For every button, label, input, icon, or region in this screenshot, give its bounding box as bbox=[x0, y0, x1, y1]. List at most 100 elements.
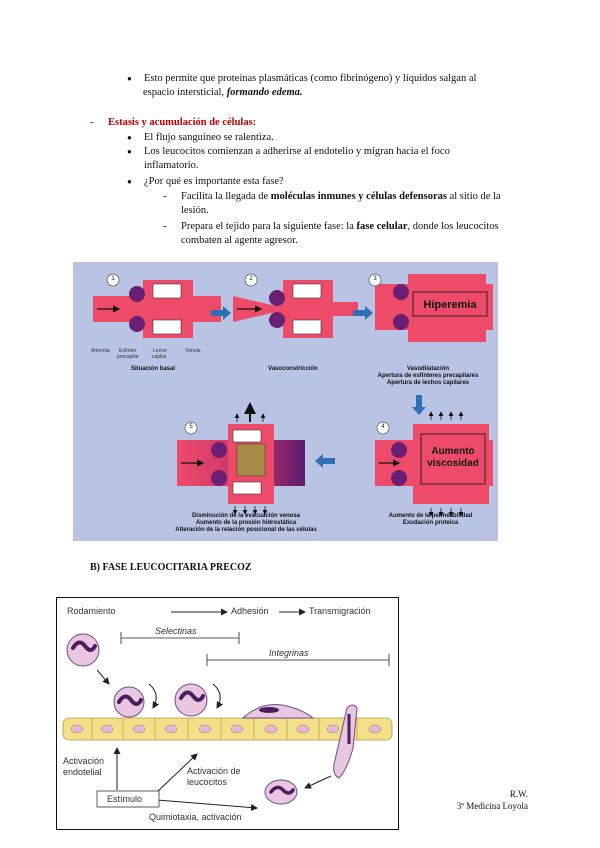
sphincter-cell bbox=[211, 470, 227, 486]
label-activacion-leucocitos: Activación de leucocitos bbox=[187, 766, 241, 788]
stasis-cells bbox=[236, 443, 266, 477]
sphincter-cell bbox=[391, 442, 407, 458]
step-number-4: 4 bbox=[381, 424, 385, 430]
caption-step-3-line-1: Vasodilatación bbox=[406, 366, 449, 372]
panel-3-vasodilation bbox=[368, 273, 493, 342]
viscosidad-label-line-2: viscosidad bbox=[427, 458, 479, 469]
label-arteriola: Arteriola bbox=[91, 348, 110, 354]
label-selectinas: Selectinas bbox=[155, 626, 197, 636]
tissue-box bbox=[292, 319, 322, 335]
sub-item-1-line-1: Facilita la llegada de moléculas inmunes… bbox=[181, 190, 526, 204]
sub-item-2-line-2: combaten al agente agresor. bbox=[181, 235, 298, 246]
step-circle bbox=[244, 273, 258, 287]
intro-line-1: Esto permite que proteínas plasmáticas (… bbox=[144, 73, 477, 84]
caption-step-4: Aumento de la permeabilidad Exudación pr… bbox=[368, 513, 493, 527]
label-capilar: capilar bbox=[152, 354, 167, 360]
exudation-arrows bbox=[428, 411, 464, 517]
viscosidad-label-line-1: Aumento bbox=[431, 446, 475, 457]
caption-step-4-line-2: Exudación proteica bbox=[402, 520, 459, 526]
caption-step-5: Disminución de la evacuación venosa Aume… bbox=[151, 513, 341, 534]
section-bullet-2-line-1: Los leucocitos comienzan a adherirse al … bbox=[144, 146, 450, 157]
section-bullet-2-line-2: inflamatorio. bbox=[144, 160, 199, 171]
sub-item-2-tail: , donde los leucocitos bbox=[407, 221, 499, 232]
step-circle bbox=[376, 421, 390, 435]
caption-step-4-line-1: Aumento de la permeabilidad bbox=[388, 513, 473, 519]
tissue-box bbox=[152, 319, 182, 335]
label-activacion-leucocitos-line-2: leucocitos bbox=[187, 777, 228, 787]
label-adhesion: Adhesión bbox=[231, 606, 269, 616]
sphincter-cell bbox=[391, 470, 407, 486]
motion-arrow bbox=[96, 669, 110, 685]
step-number-5: 5 bbox=[189, 424, 193, 430]
label-precapilar: precapilar bbox=[117, 354, 139, 360]
sub-item-2-emphasis: fase celular bbox=[356, 221, 408, 232]
caption-step-3-line-3: Apertura de lechos capilares bbox=[386, 380, 470, 386]
caption-step-5-line-2: Aumento de la presión hidrostática bbox=[195, 520, 297, 526]
leukocyte-spreading bbox=[241, 704, 315, 719]
rolling-arrow bbox=[212, 683, 224, 709]
sphincter-cell bbox=[211, 442, 227, 458]
sub-item-1-line-2: lesión. bbox=[181, 205, 209, 216]
label-venula: Vénula bbox=[185, 348, 201, 354]
vascular-phase-svg bbox=[93, 273, 493, 517]
label-lecho: Lecho bbox=[153, 348, 167, 354]
hiperemia-label: Hiperemia bbox=[423, 299, 477, 311]
caption-step-5-line-1: Disminución de la evacuación venosa bbox=[191, 513, 301, 519]
section-bullet-2: Los leucocitos comienzan a adherirse al … bbox=[127, 145, 524, 173]
intro-line-2-text: espacio intersticial, bbox=[143, 87, 227, 98]
tissue-box bbox=[232, 481, 262, 495]
caption-step-3: Vasodilatación Apertura de esfínteres pr… bbox=[363, 366, 493, 387]
sub-item-1-text: Facilita la llegada de bbox=[181, 191, 271, 202]
caption-step-3-line-2: Apertura de esfínteres precapilares bbox=[377, 373, 479, 379]
sequence-arrow bbox=[315, 454, 335, 468]
sub-item-2-line-1: Prepara el tejido para la siguiente fase… bbox=[181, 220, 526, 234]
leukocyte-transmigrating bbox=[333, 704, 358, 779]
label-activacion-endotelial-line-1: Activación bbox=[63, 756, 105, 766]
label-transmigracion: Transmigración bbox=[309, 606, 371, 616]
hiperemia-box bbox=[412, 291, 488, 317]
endothelium bbox=[62, 717, 393, 741]
panel-2-vasoconstriction bbox=[233, 273, 358, 338]
sphincter-cell bbox=[393, 314, 409, 330]
label-rodamiento: Rodamiento bbox=[67, 606, 116, 616]
caption-step-5-line-3: Alteración de la relación posicional de … bbox=[175, 527, 317, 533]
chemotaxis-arrow bbox=[156, 799, 258, 812]
label-activacion-endotelial-line-2: endotelial bbox=[63, 767, 102, 777]
sub-item-1-tail: al sitio de la bbox=[446, 191, 501, 202]
step-circle bbox=[184, 421, 198, 435]
label-estimulo: Estímulo bbox=[107, 794, 143, 804]
leukocyte-migrated bbox=[264, 779, 298, 805]
leukocyte-tethering bbox=[113, 686, 145, 718]
step-circle bbox=[368, 273, 382, 287]
leukocyte-rolling bbox=[66, 633, 100, 667]
section-title-text: Estasis y acumulación de células: bbox=[108, 117, 257, 128]
section-bullet-1: El flujo sanguíneo se ralentiza. bbox=[127, 131, 274, 145]
caption-step-2: Vasoconstricción bbox=[268, 366, 318, 372]
label-quimiotaxia: Quimiotaxia, activación bbox=[149, 812, 242, 822]
sub-item-1-emphasis: moléculas inmunes y células defensoras bbox=[270, 191, 447, 202]
sequence-arrow bbox=[353, 306, 373, 320]
section-title: Estasis y acumulación de células: bbox=[90, 116, 257, 130]
signature-initials: R.W. bbox=[509, 789, 528, 799]
signature-course: 3º Medicina Loyola bbox=[456, 801, 528, 811]
label-activacion-leucocitos-line-1: Activación de bbox=[187, 766, 241, 776]
viscosidad-box bbox=[420, 433, 486, 485]
viscosidad-label: Aumento viscosidad bbox=[417, 446, 489, 470]
label-activacion-endotelial: Activación endotelial bbox=[63, 756, 104, 778]
signature: R.W. 3º Medicina Loyola bbox=[420, 788, 528, 812]
sequence-arrow bbox=[211, 306, 231, 320]
sphincter-cell bbox=[129, 286, 145, 302]
tissue-box bbox=[232, 429, 262, 443]
step-number-1: 1 bbox=[111, 276, 115, 282]
sub-item-2-text: Prepara el tejido para la siguiente fase… bbox=[181, 221, 357, 232]
panel-4-permeability bbox=[375, 411, 493, 517]
rolling-arrow bbox=[148, 683, 160, 709]
sequence-arrow bbox=[412, 395, 426, 415]
section-b-heading: B) FASE LEUCOCITARIA PRECOZ bbox=[90, 562, 252, 573]
sub-item-1: Facilita la llegada de moléculas inmunes… bbox=[163, 190, 526, 218]
leukocyte-activation-arrow bbox=[156, 753, 198, 793]
sphincter-cell bbox=[269, 312, 285, 328]
sub-item-2: Prepara el tejido para la siguiente fase… bbox=[163, 220, 526, 248]
intro-bullet: Esto permite que proteínas plasmáticas (… bbox=[127, 72, 534, 100]
panel-1-basal bbox=[93, 273, 221, 338]
